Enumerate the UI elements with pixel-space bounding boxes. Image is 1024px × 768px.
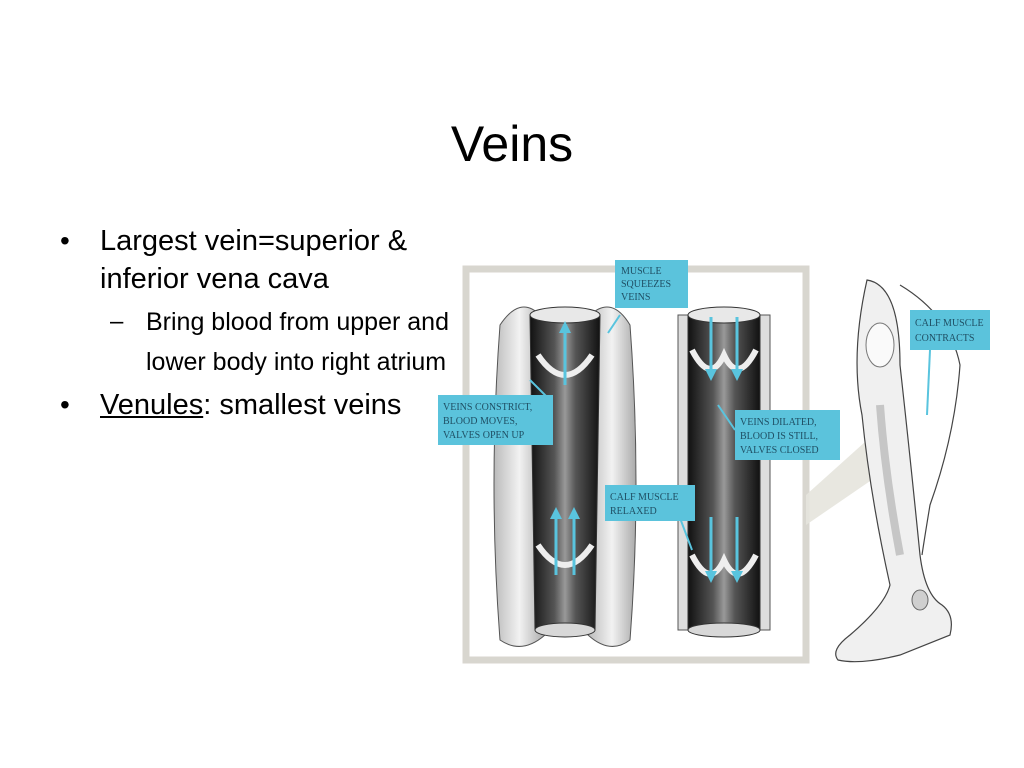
label-veins-dilated-line2: BLOOD IS STILL, [740, 431, 818, 442]
bullet-largest-vein: Largest vein=superior & inferior vena ca… [58, 222, 488, 298]
label-muscle-squeezes: MUSCLE SQUEEZES VEINS [615, 260, 688, 308]
label-calf-contracts: CALF MUSCLE CONTRACTS [910, 310, 990, 350]
venules-term: Venules [100, 389, 204, 421]
sub-bullet-vena-cava: Bring blood from upper and lower body in… [58, 302, 488, 382]
label-calf-contracts-line2: CONTRACTS [915, 333, 974, 344]
label-veins-constrict-line3: VALVES OPEN UP [443, 430, 525, 441]
vein-valve-diagram: MUSCLE SQUEEZES VEINS VEINS CONSTRICT, B… [430, 255, 990, 685]
label-veins-constrict: VEINS CONSTRICT, BLOOD MOVES, VALVES OPE… [438, 395, 553, 445]
bullet-venules: Venules: smallest veins [58, 386, 488, 424]
slide-title: Veins [450, 116, 574, 172]
label-calf-relaxed-line2: RELAXED [610, 506, 657, 517]
label-calf-relaxed: CALF MUSCLE RELAXED [605, 485, 695, 521]
label-calf-contracts-line1: CALF MUSCLE [915, 318, 984, 329]
venules-definition: : smallest veins [203, 389, 402, 421]
label-veins-dilated-line3: VALVES CLOSED [740, 445, 819, 456]
label-veins-dilated: VEINS DILATED, BLOOD IS STILL, VALVES CL… [735, 410, 840, 460]
label-veins-constrict-line1: VEINS CONSTRICT, [443, 402, 532, 413]
relaxed-vein-illustration [677, 306, 771, 638]
bullet-list: Largest vein=superior & inferior vena ca… [58, 222, 488, 432]
label-veins-dilated-line1: VEINS DILATED, [740, 417, 817, 428]
label-calf-relaxed-line1: CALF MUSCLE [610, 492, 679, 503]
label-muscle-squeezes-line3: VEINS [621, 292, 650, 303]
label-muscle-squeezes-line1: MUSCLE [621, 266, 662, 277]
contracted-vein-illustration [493, 306, 637, 647]
label-muscle-squeezes-line2: SQUEEZES [621, 279, 671, 290]
label-veins-constrict-line2: BLOOD MOVES, [443, 416, 517, 427]
